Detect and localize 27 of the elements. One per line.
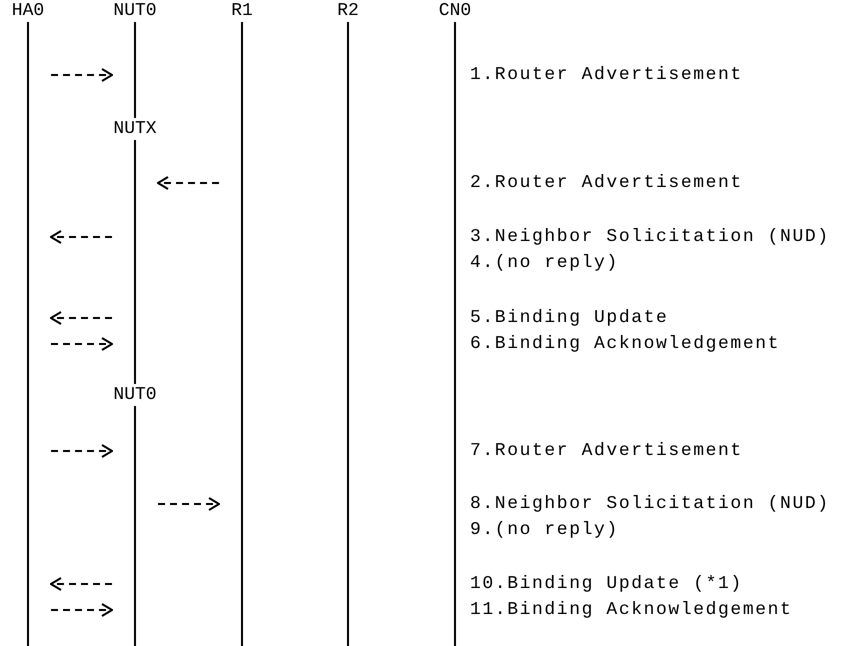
participant-label: R1 [230, 0, 254, 22]
message-label: 6.Binding Acknowledgement [470, 334, 780, 354]
message-arrow [50, 311, 112, 325]
message-label: 2.Router Advertisement [470, 173, 743, 193]
message-arrow [50, 577, 112, 591]
message-label: 5.Binding Update [470, 308, 668, 328]
message-label: 7.Router Advertisement [470, 441, 743, 461]
message-arrow [51, 444, 113, 458]
participant-label: HA0 [10, 0, 46, 22]
message-label: 4.(no reply) [470, 253, 619, 273]
message-arrow [51, 68, 113, 82]
participant-label: NUT0 [112, 384, 158, 406]
participant-label: NUTX [112, 118, 158, 140]
message-arrow [51, 603, 113, 617]
message-arrow [50, 230, 112, 244]
message-label: 11.Binding Acknowledgement [470, 600, 792, 620]
message-label: 3.Neighbor Solicitation (NUD) [470, 227, 830, 247]
message-label: 8.Neighbor Solicitation (NUD) [470, 494, 830, 514]
message-arrow [157, 176, 219, 190]
message-label: 10.Binding Update (*1) [470, 574, 743, 594]
message-label: 9.(no reply) [470, 520, 619, 540]
message-arrow [158, 497, 220, 511]
participant-label: R2 [336, 0, 360, 22]
message-label: 1.Router Advertisement [470, 65, 743, 85]
participant-label: NUT0 [112, 0, 158, 22]
message-arrow [51, 337, 113, 351]
participant-label: CN0 [438, 0, 472, 22]
